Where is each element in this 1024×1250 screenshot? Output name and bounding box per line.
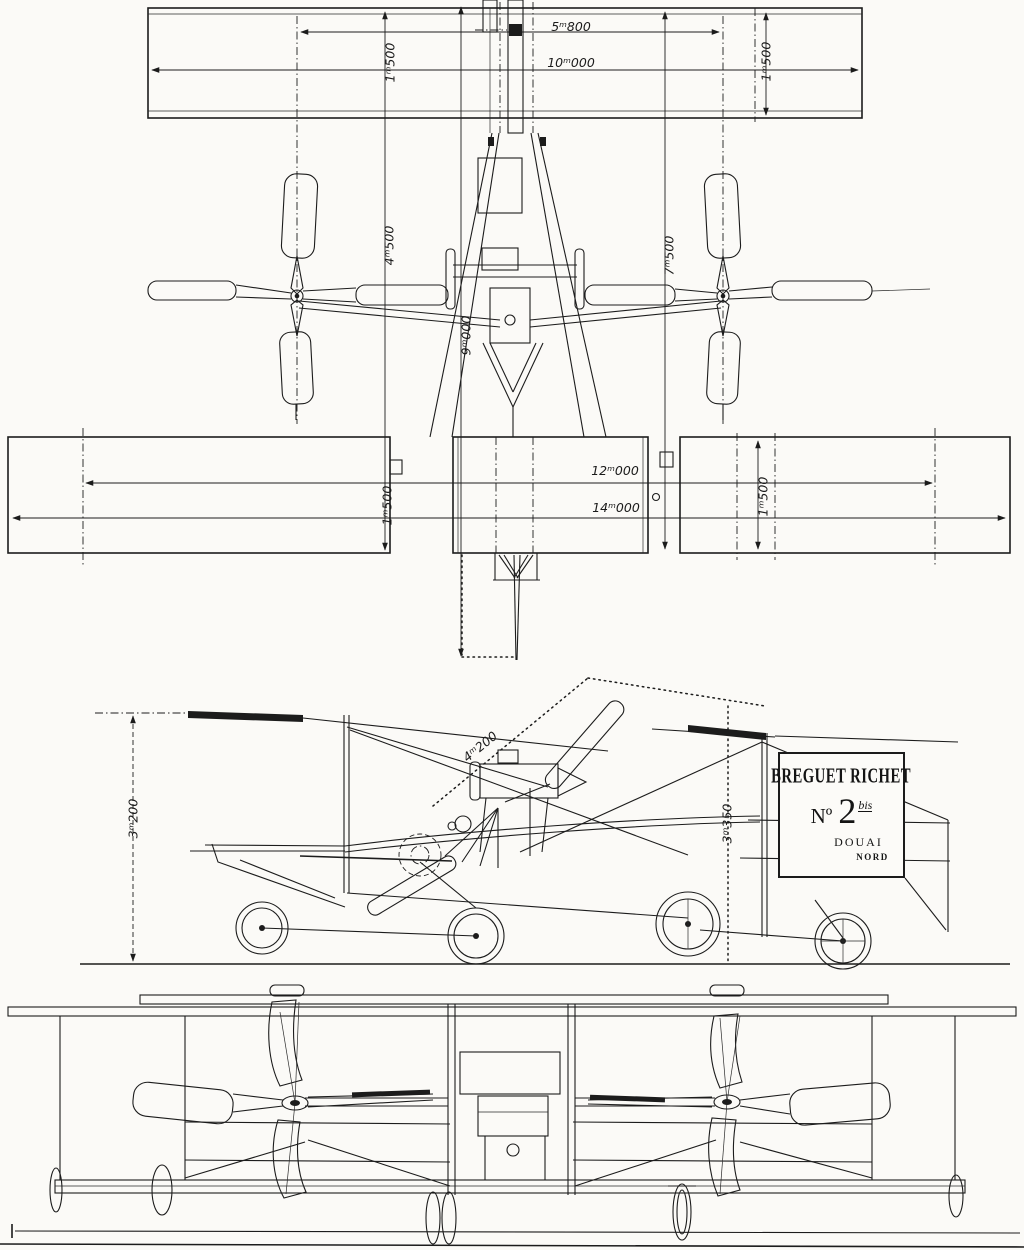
radiator-plan — [477, 157, 523, 271]
dim-label-lower-chord-left: 1ᵐ500 — [379, 485, 395, 526]
mast-booms-plan — [429, 132, 607, 438]
dim-label-lower-span: 14ᵐ000 — [592, 500, 640, 515]
wheels-front — [49, 1164, 964, 1245]
nameplate-number-suffix: bis — [858, 798, 873, 812]
lower-wing-plan — [7, 436, 1011, 554]
tail-boom-plan — [461, 553, 540, 661]
dim-label-rotor-spacing: 5ᵐ800 — [551, 19, 591, 34]
front-rotor-side — [188, 711, 609, 893]
upper-wing-front — [7, 984, 1017, 1017]
left-rotor-lower-blade — [272, 1119, 307, 1199]
fuselage-side — [190, 788, 761, 937]
nameplate-number: 2 — [838, 791, 857, 831]
front-ground-lines — [0, 1224, 1024, 1248]
side-view-drawing — [80, 677, 1010, 970]
lower-wing-front — [54, 1179, 966, 1194]
dim-label-rear-height: 3ᵐ350 — [719, 803, 735, 844]
nameplate-city: DOUAI — [834, 835, 883, 849]
nameplate: BREGUET RICHET Nº 2 bis DOUAI NORD — [772, 752, 911, 878]
dim-label-upper-chord-left: 1ᵐ500 — [382, 42, 398, 83]
nameplate-brand: BREGUET RICHET — [771, 764, 912, 788]
dim-label-lower-inner-span: 12ᵐ000 — [591, 463, 639, 478]
right-rotor-hub — [720, 293, 726, 299]
dim-label-overall-length: 9ᵐ000 — [458, 315, 474, 356]
top-view-drawing — [7, 0, 1011, 661]
dim-label-overall-height: 3ᵐ200 — [125, 798, 141, 839]
right-rotor-lower-blade — [708, 1117, 741, 1197]
left-rotor-north-blade — [280, 173, 319, 259]
right-rotor-front — [587, 1013, 891, 1197]
right-rotor-north-blade — [703, 173, 742, 259]
left-rotor-upper-blade — [268, 999, 303, 1087]
nameplate-number-label: Nº — [810, 804, 833, 828]
left-rotor-west-blade — [147, 280, 237, 301]
upper-wing-plan — [147, 7, 863, 119]
engine-plan — [482, 287, 544, 437]
left-rotor-hub — [294, 293, 300, 299]
plan-dimension-lines — [12, 6, 1006, 657]
mast-cap — [509, 24, 522, 36]
left-rotor-south-blade — [279, 331, 314, 405]
right-rotor-plan — [584, 173, 931, 420]
left-rotor-front — [132, 999, 434, 1199]
right-rotor-south-blade — [706, 331, 741, 405]
dim-label-lower-chord-right: 1ᵐ500 — [755, 476, 771, 517]
dim-label-wing-distance: 7ᵐ500 — [661, 235, 677, 276]
nameplate-model: Nº 2 bis — [810, 791, 873, 831]
right-rotor-outboard-blade — [789, 1082, 891, 1126]
struts-front — [59, 1004, 956, 1195]
dim-label-upper-wing-span: 10ᵐ000 — [547, 55, 595, 70]
tilted-rotor-side — [367, 677, 766, 962]
dim-label-wing-gap: 4ᵐ500 — [381, 225, 397, 266]
left-rotor-east-blade — [355, 284, 449, 306]
radiator-front — [459, 1051, 561, 1180]
right-rotor-upper-blade — [710, 1013, 743, 1089]
right-rotor-west-blade — [584, 284, 676, 306]
front-view-drawing — [0, 984, 1024, 1248]
center-mast-plan — [475, 0, 534, 134]
right-rotor-east-blade — [771, 280, 873, 301]
engine-side — [444, 749, 588, 868]
left-rotor-plan — [147, 173, 449, 420]
dim-label-upper-chord-right: 1ᵐ500 — [758, 41, 774, 82]
rotor-beam-plan — [298, 248, 722, 328]
nameplate-region: NORD — [856, 852, 889, 862]
left-rotor-outboard-blade — [132, 1081, 234, 1125]
wheels-side — [235, 891, 872, 970]
